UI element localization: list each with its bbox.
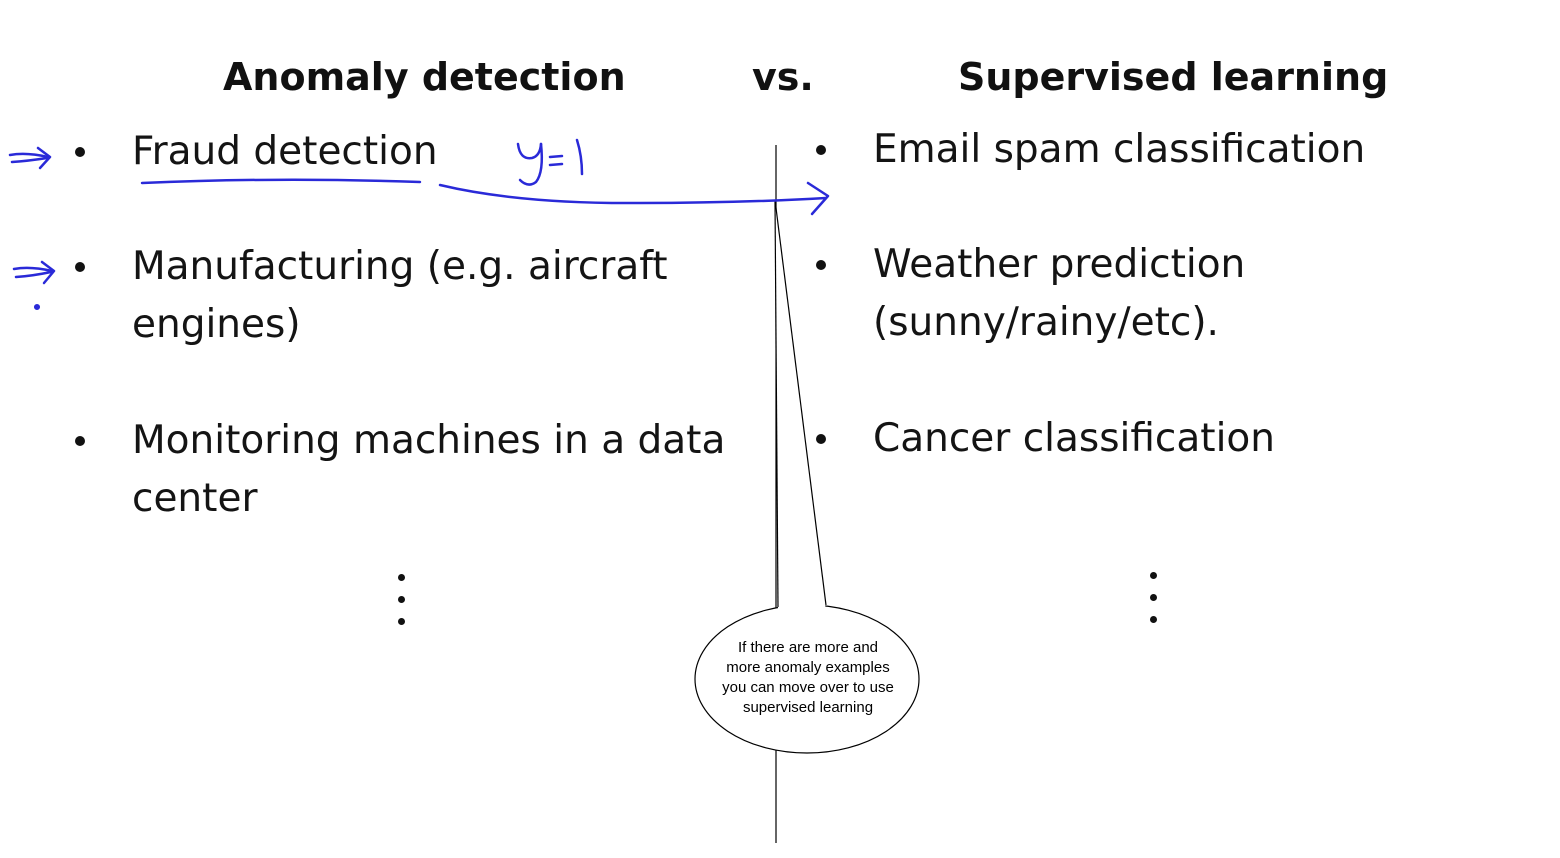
- vs-label: vs.: [752, 55, 814, 99]
- bullet: [75, 147, 85, 157]
- item-line: Email spam classification: [873, 127, 1366, 172]
- callout-text: If there are more and more anomaly examp…: [722, 639, 894, 716]
- item-line: center: [132, 476, 258, 521]
- bullet: [75, 436, 85, 446]
- item-line: engines): [132, 302, 301, 347]
- handwritten-long-arrow-icon: [438, 181, 830, 216]
- item-line: Weather prediction: [873, 242, 1246, 287]
- bullet: [816, 260, 826, 270]
- bullet: [75, 262, 85, 272]
- handwritten-y-equals-1: [516, 138, 584, 186]
- item-line: Monitoring machines in a data: [132, 418, 726, 463]
- fraud-underline: [140, 178, 422, 185]
- bullet: [816, 434, 826, 444]
- item-line: Manufacturing (e.g. aircraft: [132, 244, 668, 289]
- item-line: Fraud detection: [132, 129, 438, 174]
- bullet: [816, 145, 826, 155]
- anomaly-detection-heading: Anomaly detection: [223, 55, 626, 99]
- left-vertical-ellipsis: [398, 574, 406, 640]
- handwritten-arrow-question-icon: [12, 260, 56, 311]
- callout-tail-left: [774, 199, 779, 608]
- callout-bubble: [694, 199, 920, 754]
- item-line: (sunny/rainy/etc).: [873, 300, 1219, 345]
- item-line: Cancer classification: [873, 416, 1275, 461]
- supervised-learning-heading: Supervised learning: [958, 55, 1389, 99]
- callout-tail-right: [774, 199, 827, 606]
- handwritten-arrow-icon: [8, 146, 52, 170]
- right-vertical-ellipsis: [1150, 572, 1158, 638]
